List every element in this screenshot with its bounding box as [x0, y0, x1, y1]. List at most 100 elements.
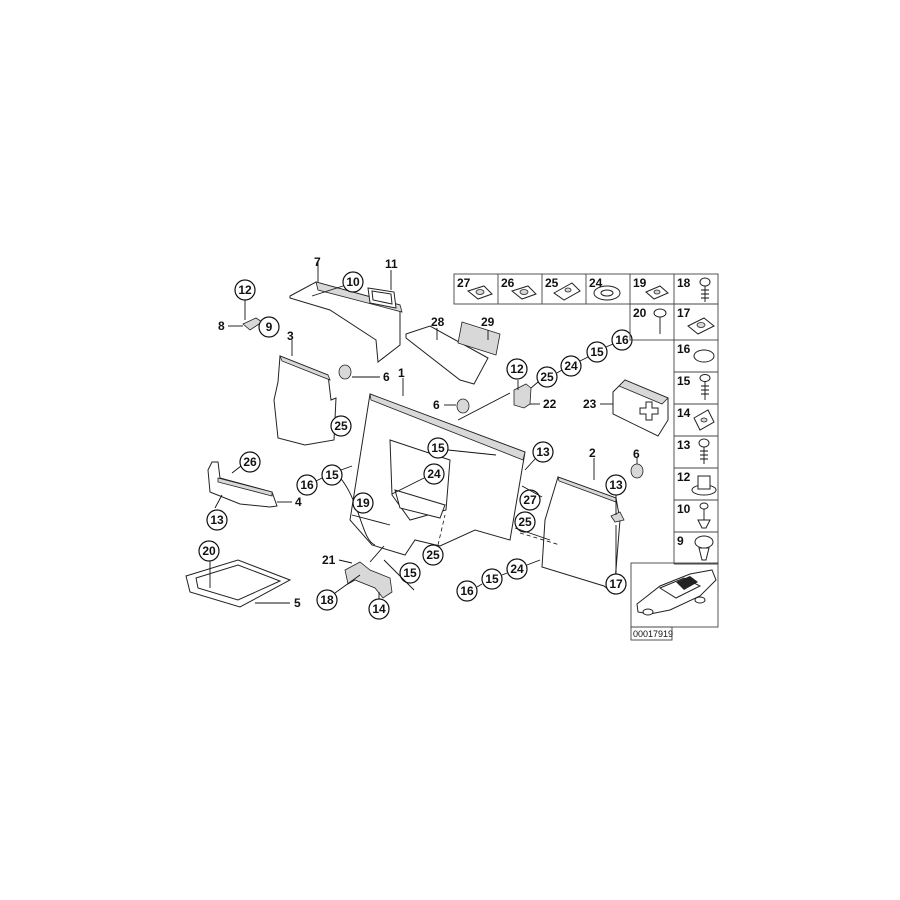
- svg-text:25: 25: [540, 370, 554, 384]
- part-6-grommet-a: [338, 364, 380, 380]
- legend-10: 10: [677, 502, 691, 516]
- label-3: 3: [287, 329, 294, 343]
- label-4: 4: [295, 495, 302, 509]
- callout-25-lower[interactable]: 25: [422, 544, 444, 566]
- callout-17[interactable]: 17: [605, 573, 627, 595]
- callout-14[interactable]: 14: [368, 598, 390, 620]
- callout-12-clip[interactable]: 12: [234, 279, 256, 301]
- callout-24-right[interactable]: 24: [506, 558, 528, 580]
- svg-text:18: 18: [320, 593, 334, 607]
- callout-10[interactable]: 10: [342, 271, 364, 293]
- callout-9[interactable]: 9: [258, 316, 280, 338]
- part-4-cover: [207, 461, 292, 509]
- clip-nut-icon: [466, 282, 581, 301]
- callout-24-main[interactable]: 24: [423, 463, 445, 485]
- clip-nut-19-icon: [645, 285, 669, 300]
- callout-24-bracket[interactable]: 24: [560, 355, 582, 377]
- svg-text:15: 15: [403, 566, 417, 580]
- svg-text:15: 15: [590, 345, 604, 359]
- screw-20-icon: [653, 308, 667, 334]
- callout-15-left[interactable]: 15: [321, 464, 343, 486]
- svg-text:13: 13: [536, 445, 550, 459]
- svg-text:12: 12: [238, 283, 252, 297]
- part-6-grommet-b: [444, 398, 470, 414]
- callout-25-bracket[interactable]: 25: [536, 366, 558, 388]
- svg-text:19: 19: [356, 496, 370, 510]
- label-6b: 6: [433, 398, 440, 412]
- cap-16-icon: [693, 349, 715, 363]
- screw-18-icon: [699, 277, 711, 302]
- svg-text:26: 26: [243, 455, 257, 469]
- callout-13-right[interactable]: 13: [605, 474, 627, 496]
- label-6c: 6: [633, 447, 640, 461]
- callout-26[interactable]: 26: [239, 451, 261, 473]
- callout-13-right-top[interactable]: 13: [532, 441, 554, 463]
- callout-15-top[interactable]: 15: [427, 437, 449, 459]
- reference-code-box: [630, 626, 673, 641]
- clip-nut-17-icon: [687, 317, 715, 335]
- callout-16-right[interactable]: 16: [456, 580, 478, 602]
- callout-20[interactable]: 20: [198, 540, 220, 562]
- svg-text:24: 24: [564, 359, 578, 373]
- svg-text:14: 14: [372, 602, 386, 616]
- callout-12-bracket[interactable]: 12: [506, 358, 528, 380]
- legend-grid: [453, 273, 719, 565]
- callout-15-bracket[interactable]: 15: [586, 341, 608, 363]
- svg-text:15: 15: [431, 441, 445, 455]
- expansion-rivet-9-icon: [694, 535, 714, 561]
- svg-text:13: 13: [609, 478, 623, 492]
- svg-text:25: 25: [334, 419, 348, 433]
- callout-27[interactable]: 27: [519, 489, 541, 511]
- legend-26: 26: [501, 276, 515, 290]
- nut-12-icon: [691, 475, 717, 496]
- legend-14: 14: [677, 406, 691, 420]
- legend-24: 24: [589, 276, 603, 290]
- label-2: 2: [589, 446, 596, 460]
- legend-17: 17: [677, 306, 691, 320]
- part-29-grille: [457, 321, 501, 356]
- callout-16-bracket[interactable]: 16: [611, 329, 633, 351]
- svg-text:12: 12: [510, 362, 524, 376]
- label-6a: 6: [383, 370, 390, 384]
- label-1: 1: [398, 366, 405, 380]
- label-29: 29: [481, 315, 495, 329]
- part-23-first-aid-kit: [600, 379, 669, 437]
- legend-27: 27: [457, 276, 471, 290]
- label-11: 11: [385, 257, 398, 271]
- reference-code: 00017919: [633, 629, 673, 639]
- label-28: 28: [431, 315, 445, 329]
- callout-15-right[interactable]: 15: [481, 568, 503, 590]
- label-21: 21: [322, 553, 336, 567]
- screw-13-icon: [698, 438, 710, 464]
- part-3-side-panel: [273, 340, 337, 446]
- legend-18: 18: [677, 276, 691, 290]
- label-22: 22: [543, 397, 557, 411]
- callout-19[interactable]: 19: [352, 492, 374, 514]
- svg-text:9: 9: [266, 320, 273, 334]
- callout-16-left[interactable]: 16: [296, 474, 318, 496]
- svg-text:24: 24: [427, 467, 441, 481]
- screw-15-icon: [699, 374, 711, 400]
- svg-text:13: 13: [210, 513, 224, 527]
- expansion-rivet-10-icon: [697, 502, 711, 529]
- callout-25-right[interactable]: 25: [514, 511, 536, 533]
- svg-text:16: 16: [300, 478, 314, 492]
- label-8: 8: [218, 319, 225, 333]
- legend-20: 20: [633, 306, 647, 320]
- label-7: 7: [314, 255, 321, 269]
- legend-25: 25: [545, 276, 559, 290]
- part-28-tray: [405, 325, 489, 385]
- part-5-floor-mat: [185, 559, 292, 608]
- svg-text:25: 25: [518, 515, 532, 529]
- svg-text:15: 15: [325, 468, 339, 482]
- svg-text:27: 27: [523, 493, 537, 507]
- washer-icon: [593, 285, 621, 301]
- callout-13-cover[interactable]: 13: [206, 509, 228, 531]
- callout-25-panel3[interactable]: 25: [330, 415, 352, 437]
- callout-15-lower[interactable]: 15: [399, 562, 421, 584]
- part-21-bracket: [338, 545, 393, 599]
- svg-text:10: 10: [346, 275, 360, 289]
- callout-18[interactable]: 18: [316, 589, 338, 611]
- label-5: 5: [294, 596, 301, 610]
